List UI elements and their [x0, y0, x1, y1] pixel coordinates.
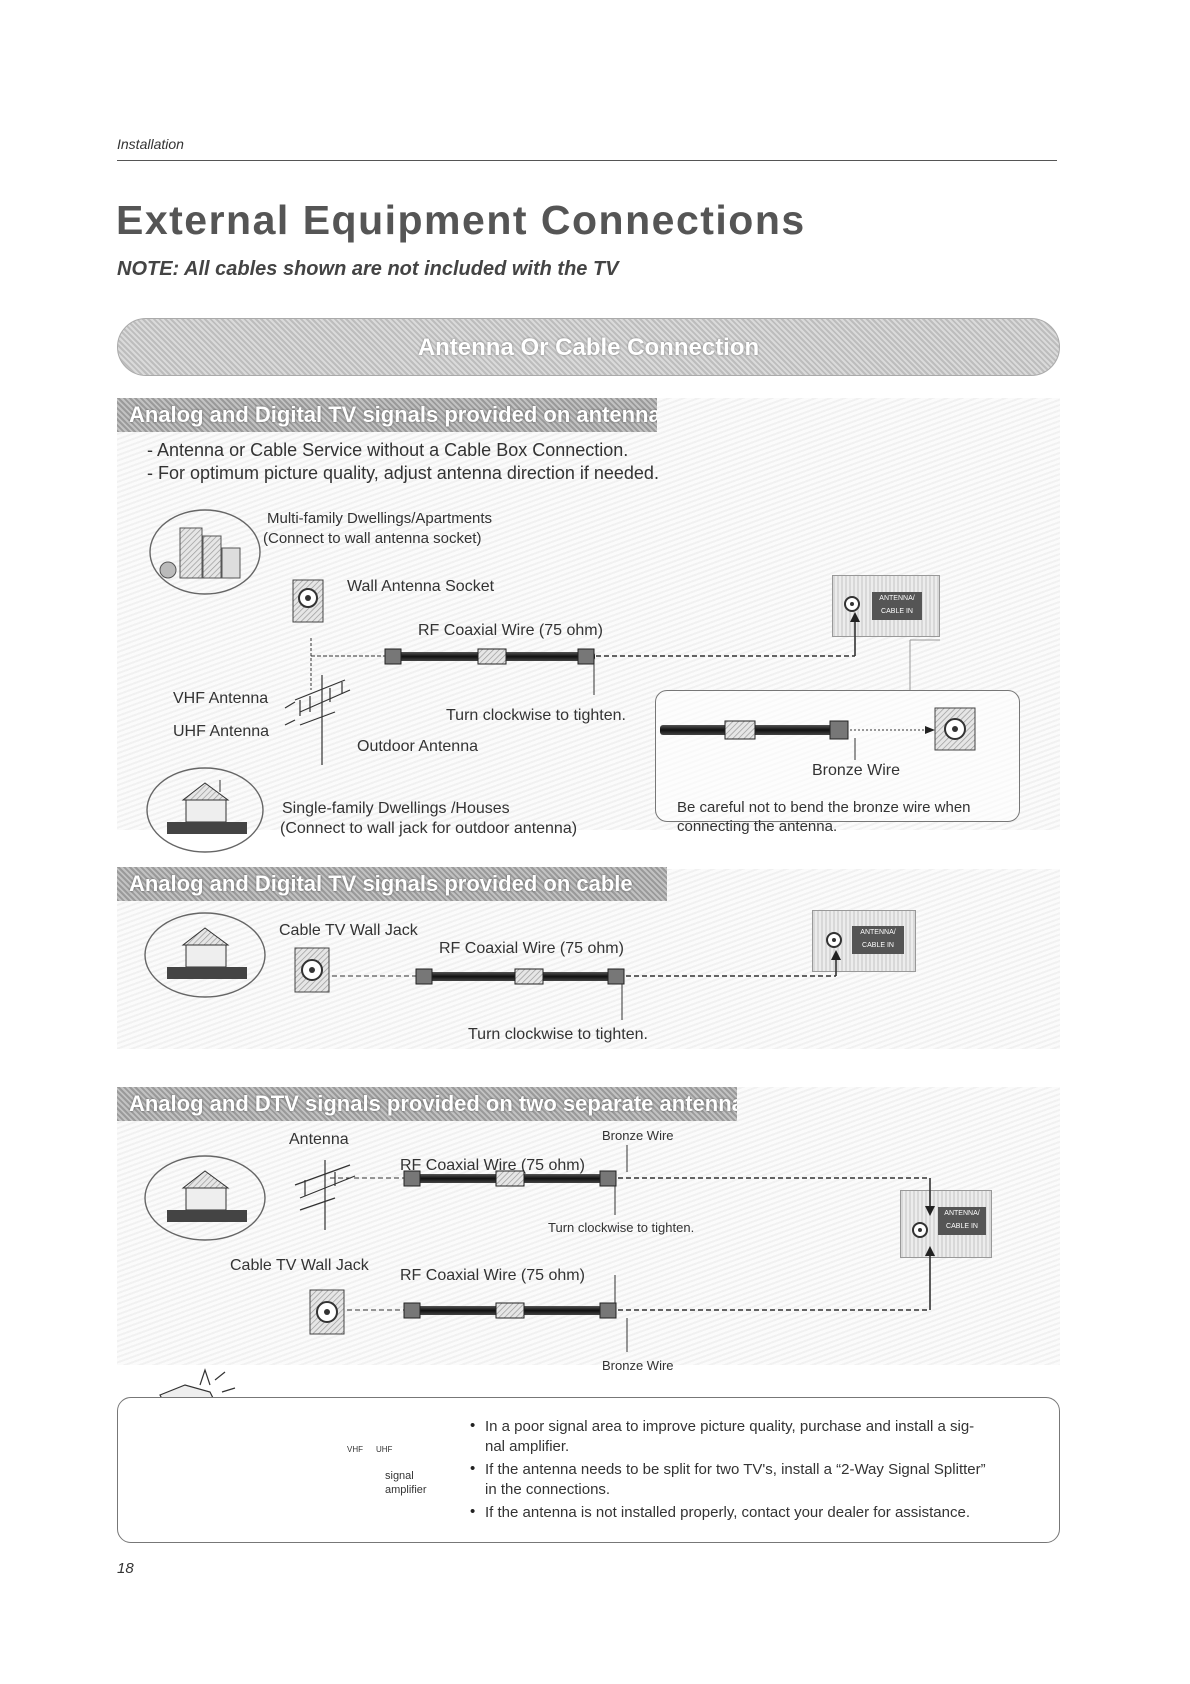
section2-rf-wire-label: RF Coaxial Wire (75 ohm) — [439, 940, 624, 957]
section1-turn-label: Turn clockwise to tighten. — [446, 707, 626, 724]
section3-bronze-bottom-label: Bronze Wire — [602, 1358, 674, 1373]
tips-box — [117, 1397, 1060, 1543]
section2-turn-label: Turn clockwise to tighten. — [468, 1026, 648, 1043]
tips-vhf-label: VHF — [347, 1445, 363, 1454]
tip2-bullet: • — [470, 1460, 476, 1477]
section3-top-coax-cable — [330, 1145, 935, 1216]
section3-rf-wire-bottom-label: RF Coaxial Wire (75 ohm) — [400, 1267, 585, 1284]
tv-port-label-2: ANTENNA/ CABLE IN — [852, 926, 904, 954]
single-family-label: Single-family Dwellings /Houses — [282, 800, 510, 817]
caution-line1: Be careful not to bend the bronze wire w… — [677, 799, 971, 816]
tv-port-label-1: ANTENNA/ CABLE IN — [872, 592, 922, 620]
section3-heading: Analog and DTV signals provided on two s… — [117, 1087, 737, 1121]
house-icon-3 — [144, 1155, 266, 1241]
outdoor-antenna-icon — [284, 675, 351, 765]
tip1-line2: nal amplifier. — [485, 1438, 570, 1455]
section3-rf-wire-top-label: RF Coaxial Wire (75 ohm) — [400, 1157, 585, 1174]
caution-line2: connecting the antenna. — [677, 818, 838, 835]
tips-uhf-label: UHF — [376, 1445, 393, 1454]
tip3-line1: If the antenna is not installed properly… — [485, 1504, 970, 1521]
tips-amplifier-label: amplifier — [385, 1484, 427, 1496]
wall-socket-label: Wall Antenna Socket — [347, 578, 495, 595]
main-banner: Antenna Or Cable Connection — [117, 318, 1060, 376]
section3-antenna-label: Antenna — [289, 1131, 349, 1148]
section3-antenna-icon — [294, 1160, 356, 1230]
outdoor-antenna-label: Outdoor Antenna — [357, 738, 478, 755]
tip1-bullet: • — [470, 1417, 476, 1434]
tv-port-connector-1-icon — [844, 596, 860, 612]
page-number: 18 — [117, 1560, 134, 1577]
section1-bullet2: - For optimum picture quality, adjust an… — [147, 463, 659, 483]
wall-antenna-socket-icon — [292, 579, 324, 623]
section2-cable-jack-label: Cable TV Wall Jack — [279, 922, 418, 939]
section1-bullet1: - Antenna or Cable Service without a Cab… — [147, 440, 629, 460]
tv-port-label-3: ANTENNA/ CABLE IN — [938, 1207, 986, 1235]
header-divider — [117, 160, 1057, 161]
section3-bronze-top-label: Bronze Wire — [602, 1128, 674, 1143]
caution-cable-illustration — [660, 707, 976, 760]
tip1-line1: In a poor signal area to improve picture… — [485, 1418, 975, 1435]
uhf-label: UHF Antenna — [173, 723, 270, 740]
main-banner-label: Antenna Or Cable Connection — [417, 334, 760, 361]
cable-wall-jack-icon-2 — [294, 947, 330, 993]
section3-cable-jack-label: Cable TV Wall Jack — [230, 1257, 369, 1274]
multifamily-sublabel: (Connect to wall antenna socket) — [263, 530, 482, 547]
multifamily-label: Multi-family Dwellings/Apartments — [267, 510, 493, 527]
section1-coax-cable — [384, 612, 860, 695]
vhf-label: VHF Antenna — [173, 690, 269, 707]
note-text: NOTE: All cables shown are not included … — [117, 258, 619, 280]
bronze-wire-label: Bronze Wire — [812, 762, 901, 779]
tv-port-connector-2-icon — [826, 932, 842, 948]
tip3-bullet: • — [470, 1503, 476, 1520]
single-family-sublabel: (Connect to wall jack for outdoor antenn… — [280, 820, 578, 837]
page-title: External Equipment Connections — [116, 197, 806, 243]
apartment-building-icon — [149, 509, 261, 595]
tv-port-connector-3-icon — [912, 1222, 928, 1238]
section3-turn-label: Turn clockwise to tighten. — [548, 1220, 695, 1235]
section2-coax-cable — [332, 950, 841, 1020]
section1-heading: Analog and Digital TV signals provided o… — [117, 398, 657, 432]
section2-heading: Analog and Digital TV signals provided o… — [117, 867, 667, 901]
house-icon-2 — [144, 912, 266, 998]
section-label: Installation — [117, 136, 184, 152]
section3-bottom-coax-cable — [347, 1246, 935, 1352]
tip2-line1: If the antenna needs to be split for two… — [485, 1461, 986, 1478]
section3-cable-jack-icon — [309, 1289, 345, 1335]
tip2-line2: in the connections. — [485, 1481, 611, 1498]
house-icon-1 — [146, 767, 264, 853]
section1-rf-wire-label: RF Coaxial Wire (75 ohm) — [418, 622, 603, 639]
tips-signal-label: signal — [385, 1470, 414, 1482]
